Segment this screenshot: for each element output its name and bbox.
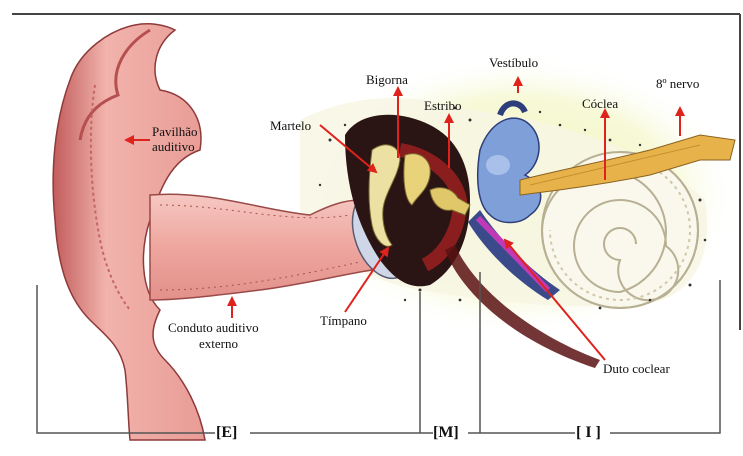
label-bigorna: Bigorna bbox=[366, 72, 408, 87]
vestibule-highlight bbox=[486, 155, 510, 175]
label-estribo: Estribo bbox=[424, 98, 462, 113]
section-external: [E] bbox=[216, 424, 237, 442]
label-conduto-line1: Conduto auditivo bbox=[168, 320, 259, 335]
label-duto-coclear: Duto coclear bbox=[603, 361, 670, 376]
label-timpano: Tímpano bbox=[320, 313, 367, 328]
label-pavilhao-line1: Pavilhão bbox=[152, 124, 198, 139]
label-martelo: Martelo bbox=[270, 118, 311, 133]
section-middle: [M] bbox=[433, 424, 459, 442]
vestibule bbox=[478, 118, 541, 222]
label-vestibulo: Vestíbulo bbox=[489, 55, 538, 70]
label-pavilhao-line2: auditivo bbox=[152, 139, 195, 154]
label-conduto-line2: externo bbox=[199, 336, 238, 351]
ear-canal bbox=[150, 194, 372, 300]
section-internal: [ I ] bbox=[576, 424, 601, 442]
label-coclea: Cóclea bbox=[582, 96, 618, 111]
label-nervo: 8º nervo bbox=[656, 76, 699, 91]
